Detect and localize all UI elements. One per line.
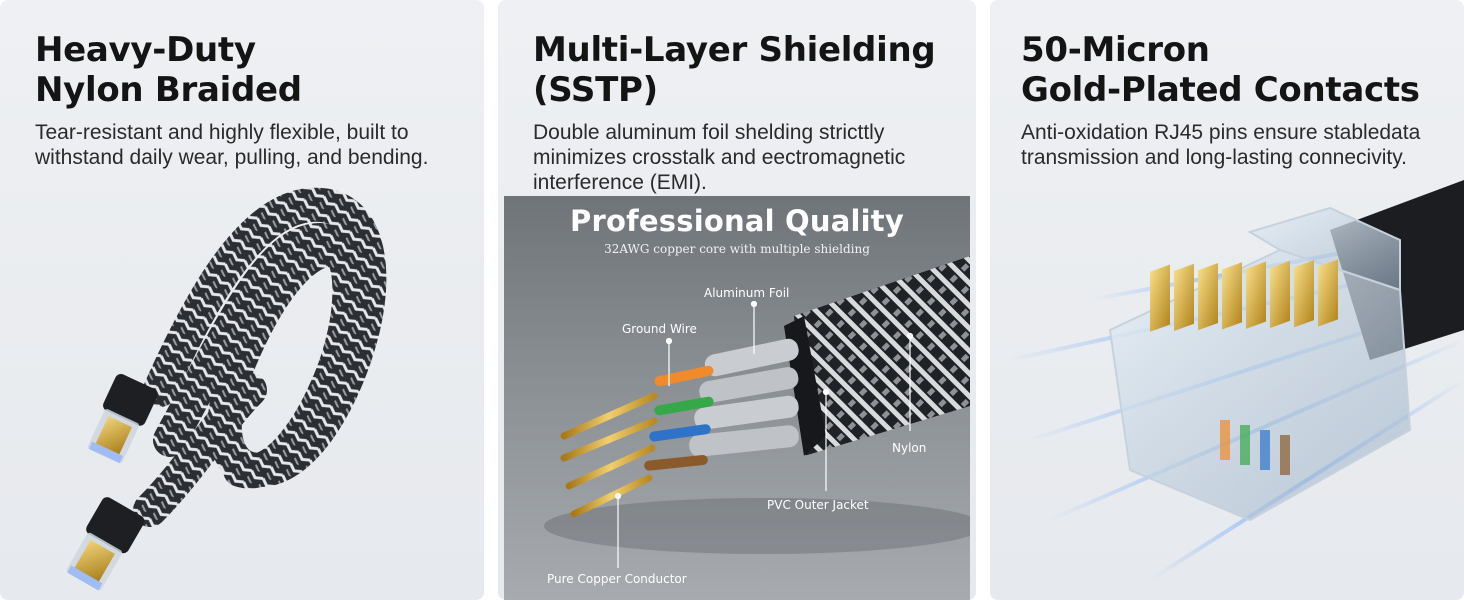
feature-title: 50-Micron Gold-Plated Contacts (1021, 30, 1420, 110)
cable-layers-illustration (544, 256, 970, 568)
callout-ground-wire: Ground Wire (622, 322, 697, 336)
feature-description-line: minimizes crosstalk and eectromagnetic (533, 146, 906, 169)
copper-conductors (560, 392, 658, 518)
feature-description: Anti-oxidation RJ45 pins ensure stableda… (1021, 120, 1420, 170)
feature-panel-gold-contacts: 50-Micron Gold-Plated Contacts Anti-oxid… (990, 0, 1464, 600)
feature-description-line: Tear-resistant and highly flexible, buil… (35, 121, 409, 144)
callout-nylon: Nylon (892, 441, 927, 455)
feature-panel-shielding: Multi-Layer Shielding (SSTP) Double alum… (498, 0, 976, 600)
feature-title-line: Multi-Layer Shielding (533, 30, 936, 70)
inset-subtitle: 32AWG copper core with multiple shieldin… (604, 242, 870, 256)
feature-title-line: (SSTP) (533, 70, 658, 110)
feature-description: Double aluminum foil shelding stricttly … (533, 120, 905, 195)
feature-description-line: withstand daily wear, pulling, and bendi… (35, 146, 429, 169)
cable-coil (133, 187, 387, 527)
nylon-braid-layer (794, 256, 970, 456)
feature-title-line: Gold-Plated Contacts (1021, 70, 1420, 110)
feature-panel-braided: Heavy-Duty Nylon Braided Tear-resistant … (0, 0, 484, 600)
rj45-closeup-image (1008, 180, 1464, 582)
feature-description-line: transmission and long-lasting connecivit… (1021, 146, 1407, 169)
feature-title: Multi-Layer Shielding (SSTP) (533, 30, 936, 110)
feature-description: Tear-resistant and highly flexible, buil… (35, 120, 428, 170)
feature-title-line: 50-Micron (1021, 30, 1210, 70)
feature-description-line: Anti-oxidation RJ45 pins ensure stableda… (1021, 121, 1421, 144)
cable-cross-section-image: Professional Quality 32AWG copper core w… (504, 196, 970, 600)
feature-description-line: Double aluminum foil shelding stricttly (533, 121, 885, 144)
braided-cable-image (66, 187, 387, 591)
feature-description-line: interference (EMI). (533, 171, 707, 194)
feature-title-line: Heavy-Duty (35, 30, 256, 70)
rj45-connector-top (87, 373, 158, 464)
callout-pvc-jacket: PVC Outer Jacket (767, 498, 869, 512)
foil-shielded-pairs (689, 338, 799, 457)
callout-aluminum-foil: Aluminum Foil (704, 286, 790, 300)
callout-copper-conductor: Pure Copper Conductor (547, 572, 687, 586)
feature-title-line: Nylon Braided (35, 70, 302, 110)
inset-title: Professional Quality (570, 204, 904, 238)
feature-title: Heavy-Duty Nylon Braided (35, 30, 302, 110)
rj45-connector-bottom (66, 497, 145, 591)
gold-contacts (1150, 259, 1338, 332)
